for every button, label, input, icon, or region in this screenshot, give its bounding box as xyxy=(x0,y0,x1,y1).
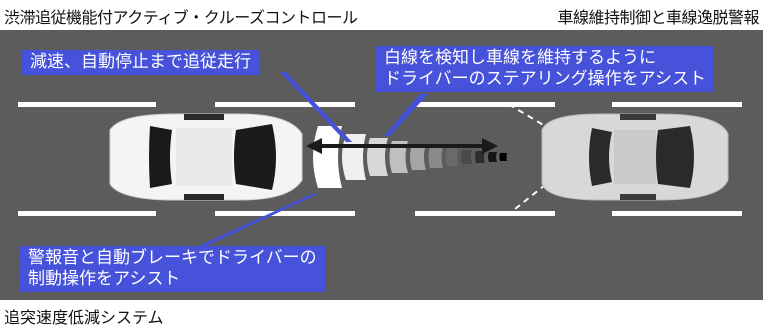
lane-keep-callout: 白線を検知し車線を維持するように ドライバーのステアリング操作をアシスト xyxy=(376,46,714,92)
lane-keep-title: 車線維持制御と車線逸脱警報 xyxy=(557,8,759,27)
lane-markings-bottom xyxy=(18,211,742,216)
ego-car xyxy=(109,113,303,201)
following-distance-arrow xyxy=(306,138,498,154)
lead-car xyxy=(541,113,729,201)
radar-waves xyxy=(313,126,507,188)
collision-mitigation-title: 追突速度低減システム xyxy=(4,308,164,327)
acc-title: 渋滞追従機能付アクティブ・クルーズコントロール xyxy=(4,8,358,27)
lane-keep-callout-line-1: 白線を検知し車線を維持するように xyxy=(384,48,656,68)
acc-callout: 減速、自動停止まで追従走行 xyxy=(22,50,259,75)
brake-assist-callout: 警報音と自動ブレーキでドライバーの 制動操作をアシスト xyxy=(20,246,325,292)
brake-assist-callout-line-1: 警報音と自動ブレーキでドライバーの xyxy=(28,248,317,268)
lane-keep-callout-line-2: ドライバーのステアリング操作をアシスト xyxy=(384,69,706,89)
lane-markings-top xyxy=(18,102,742,107)
brake-assist-callout-line-2: 制動操作をアシスト xyxy=(28,269,181,289)
